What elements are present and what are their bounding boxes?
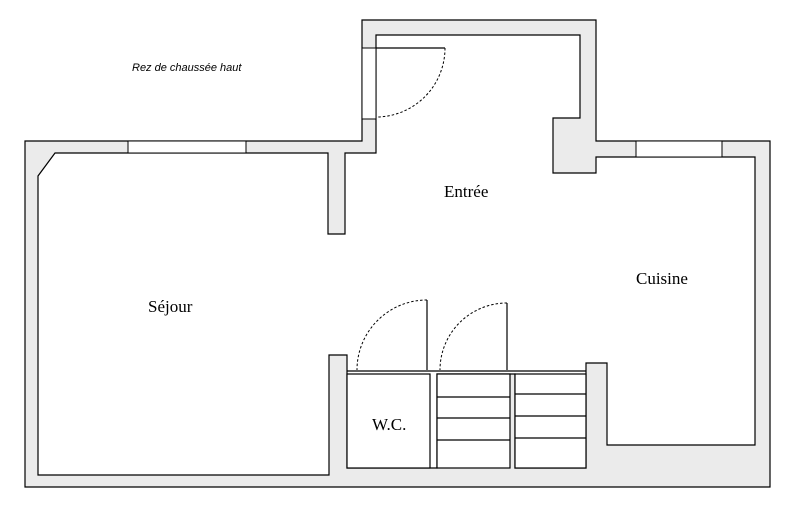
entrance-door-frame [361,47,377,120]
closet-2 [514,373,587,469]
wc-door-swing [356,299,428,371]
wc-room [346,373,431,469]
kitchen-window [635,140,723,158]
entrance-door-swing [375,47,446,118]
interior-space [37,34,756,476]
level-label: Rez de chaussée haut [132,62,242,74]
room-label-cuisine: Cuisine [636,269,688,288]
room-label-wc: W.C. [372,415,406,434]
room-label-sejour: Séjour [148,297,193,316]
closet-1 [436,373,511,469]
room-label-entree: Entrée [444,182,488,201]
closet-door-swing [439,302,508,371]
sejour-window [127,140,247,154]
